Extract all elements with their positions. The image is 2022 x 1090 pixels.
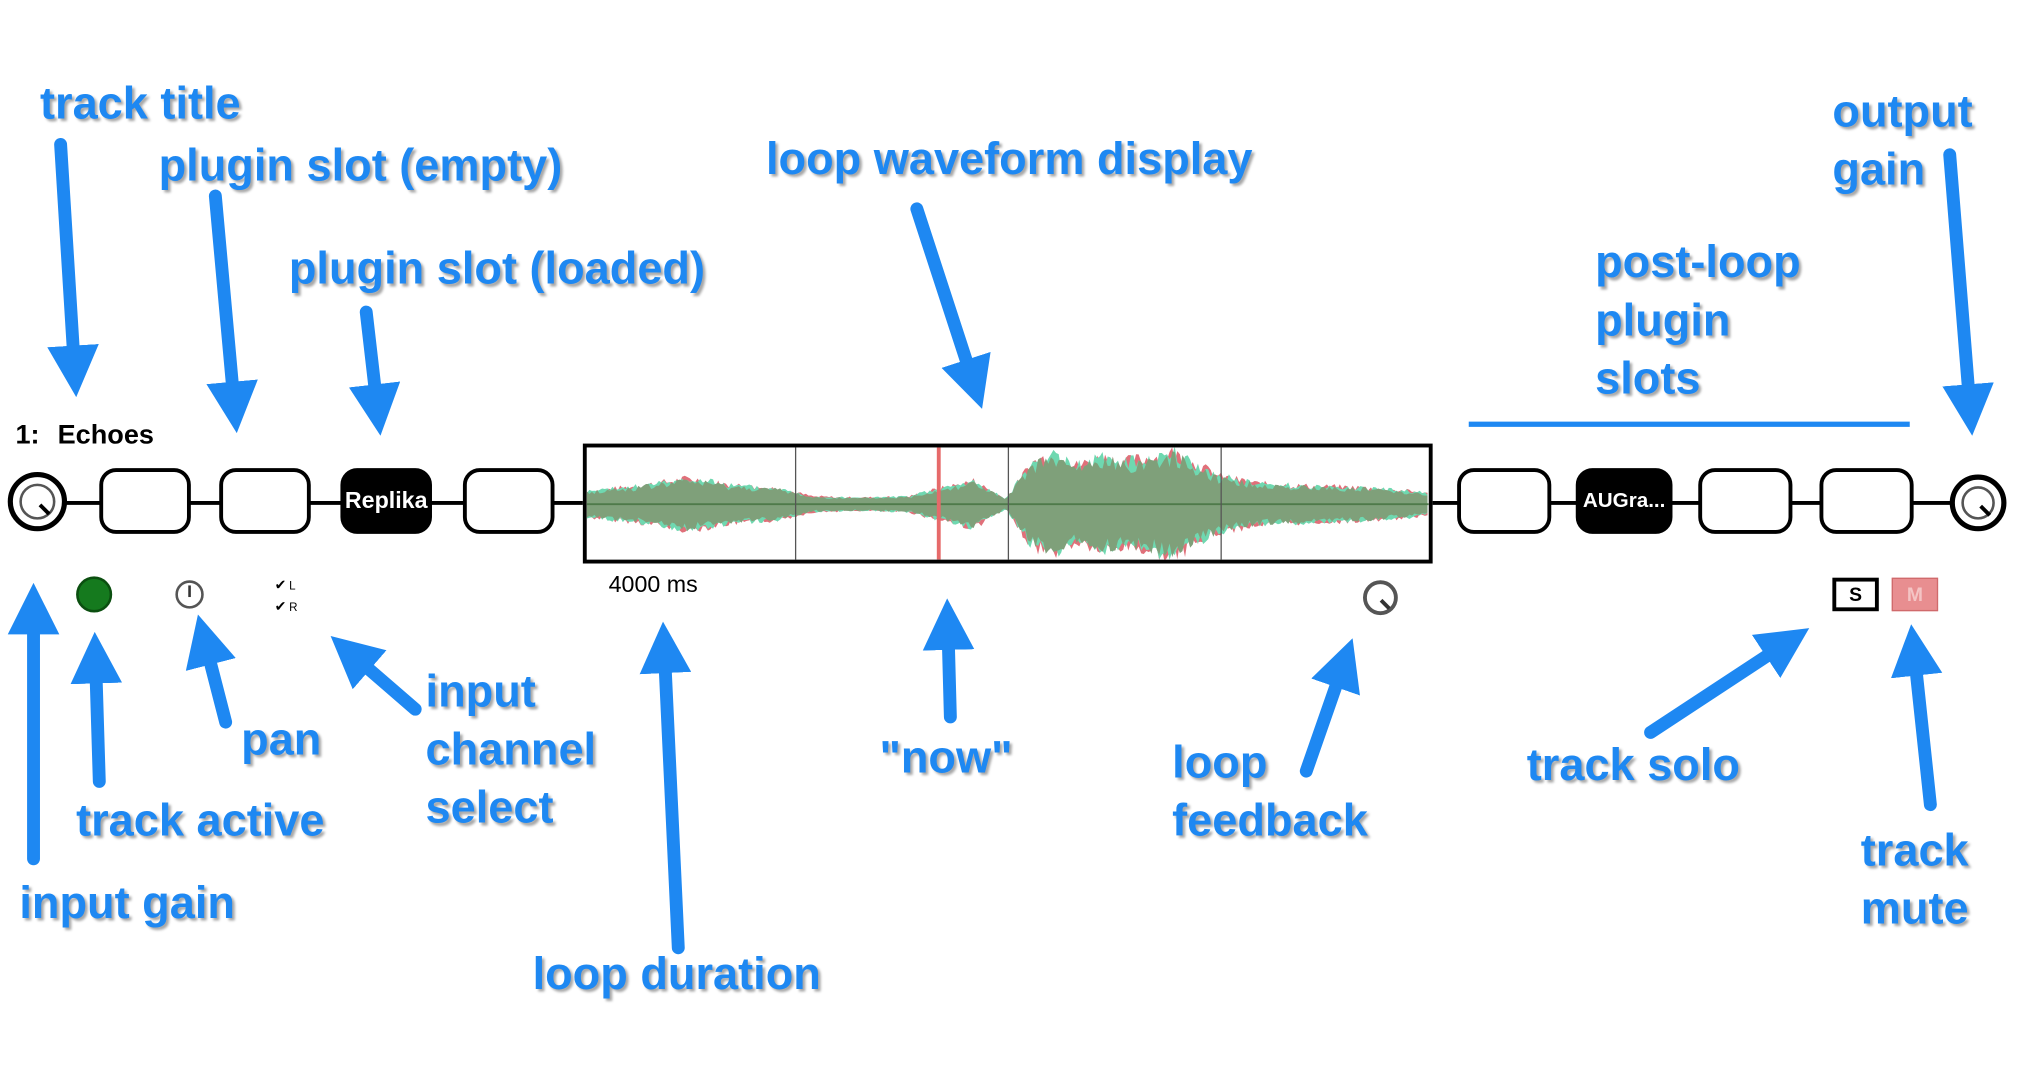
plugin-slot-1[interactable] bbox=[99, 468, 191, 534]
arrow-track-solo bbox=[1644, 628, 1810, 739]
output-gain-knob[interactable] bbox=[1949, 474, 2007, 532]
post-plugin-slot-4[interactable] bbox=[1819, 468, 1914, 534]
arrow-now bbox=[922, 598, 975, 724]
arrow-loop-waveform bbox=[910, 202, 991, 409]
post-plugin-slot-2[interactable]: AUGra... bbox=[1575, 468, 1673, 534]
track-name[interactable]: Echoes bbox=[57, 420, 154, 451]
input-channel-select[interactable]: ✔L ✔R bbox=[275, 575, 298, 619]
plugin-slot-4[interactable] bbox=[462, 468, 555, 534]
label-input-gain: input gain bbox=[19, 878, 235, 929]
arrow-track-mute bbox=[1890, 624, 1943, 812]
input-channel-left[interactable]: ✔L bbox=[274, 577, 296, 594]
track-solo-button[interactable]: S bbox=[1832, 577, 1879, 612]
plugin-slot-2[interactable] bbox=[219, 468, 311, 534]
track-title: 1: Echoes bbox=[15, 420, 153, 451]
post-plugin-slot-1[interactable] bbox=[1457, 468, 1552, 534]
label-pan: pan bbox=[241, 714, 322, 765]
arrow-plugin-loaded bbox=[348, 305, 401, 436]
arrow-input-channel bbox=[330, 636, 422, 716]
label-plugin-loaded: plugin slot (loaded) bbox=[288, 243, 706, 295]
arrow-loop-feedback bbox=[1299, 638, 1360, 778]
track-mute-button[interactable]: M bbox=[1891, 577, 1939, 612]
label-plugin-empty: plugin slot (empty) bbox=[158, 140, 563, 191]
label-track-title: track title bbox=[39, 78, 241, 129]
loop-duration-value[interactable]: 4000 ms bbox=[608, 571, 698, 598]
label-loop-duration: loop duration bbox=[532, 949, 821, 1000]
label-track-solo: track solo bbox=[1526, 740, 1740, 791]
label-now: "now" bbox=[879, 732, 1013, 783]
arrow-output-gain bbox=[1942, 148, 1994, 436]
input-channel-right[interactable]: ✔R bbox=[274, 599, 298, 616]
label-loop-waveform: loop waveform display bbox=[765, 134, 1253, 185]
plugin-slot-3[interactable]: Replika bbox=[340, 468, 432, 534]
track-number: 1: bbox=[15, 420, 40, 451]
arrow-track-active bbox=[70, 631, 123, 788]
input-gain-knob[interactable] bbox=[7, 471, 68, 532]
pan-knob[interactable] bbox=[175, 580, 204, 609]
label-track-active: track active bbox=[76, 795, 325, 846]
arrow-plugin-empty bbox=[206, 189, 258, 434]
waveform-graphic bbox=[586, 447, 1429, 560]
arrow-pan bbox=[185, 614, 236, 729]
post-plugin-slot-3[interactable] bbox=[1698, 468, 1793, 534]
arrow-track-title bbox=[47, 137, 99, 398]
loop-feedback-knob[interactable] bbox=[1363, 580, 1398, 616]
track-active-toggle[interactable] bbox=[76, 576, 113, 613]
arrow-loop-duration bbox=[639, 621, 692, 955]
loop-waveform-display[interactable] bbox=[582, 443, 1433, 564]
